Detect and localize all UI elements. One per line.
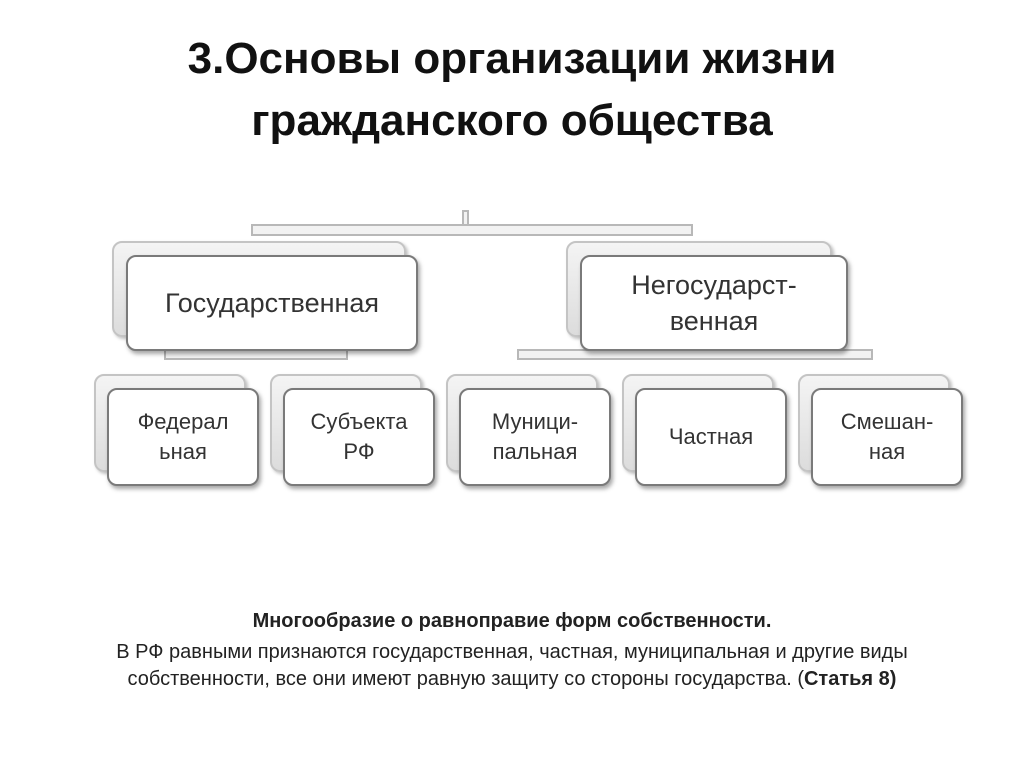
- node-mixed-label: Смешан- ная: [840, 409, 934, 464]
- node-nonstate: Негосударст- венная: [566, 241, 848, 351]
- caption-body: В РФ равными признаются государственная,…: [70, 639, 954, 693]
- caption-heading-text: Многообразие о равноправие форм собствен…: [252, 610, 772, 632]
- node-municipal-label: Муници- пальная: [491, 409, 579, 464]
- caption-body-text: В РФ равными признаются государственная,…: [116, 641, 908, 690]
- node-municipal: Муници- пальная: [446, 374, 611, 486]
- caption-heading: Многообразие о равноправие форм собствен…: [40, 608, 984, 635]
- node-private: Частная: [622, 374, 787, 486]
- state-connector: [164, 349, 348, 360]
- node-state-label: Государственная: [164, 287, 380, 318]
- page-title: 3.Основы организации жизни гражданского …: [0, 28, 1024, 152]
- root-stub: [462, 210, 469, 226]
- title-line-1: 3.Основы организации жизни: [187, 34, 837, 83]
- node-subject: Субъекта РФ: [270, 374, 435, 486]
- node-subject-label: Субъекта РФ: [310, 409, 408, 464]
- node-federal-label: Федерал ьная: [137, 409, 229, 464]
- title-line-2: гражданского общества: [251, 96, 773, 145]
- top-connector: [251, 224, 693, 236]
- nonstate-connector: [517, 349, 873, 360]
- node-mixed: Смешан- ная: [798, 374, 963, 486]
- node-state: Государственная: [112, 241, 418, 351]
- node-federal: Федерал ьная: [94, 374, 259, 486]
- node-private-label: Частная: [668, 424, 754, 450]
- node-nonstate-label: Негосударст- венная: [631, 269, 797, 336]
- caption-article: Статья 8): [803, 668, 897, 690]
